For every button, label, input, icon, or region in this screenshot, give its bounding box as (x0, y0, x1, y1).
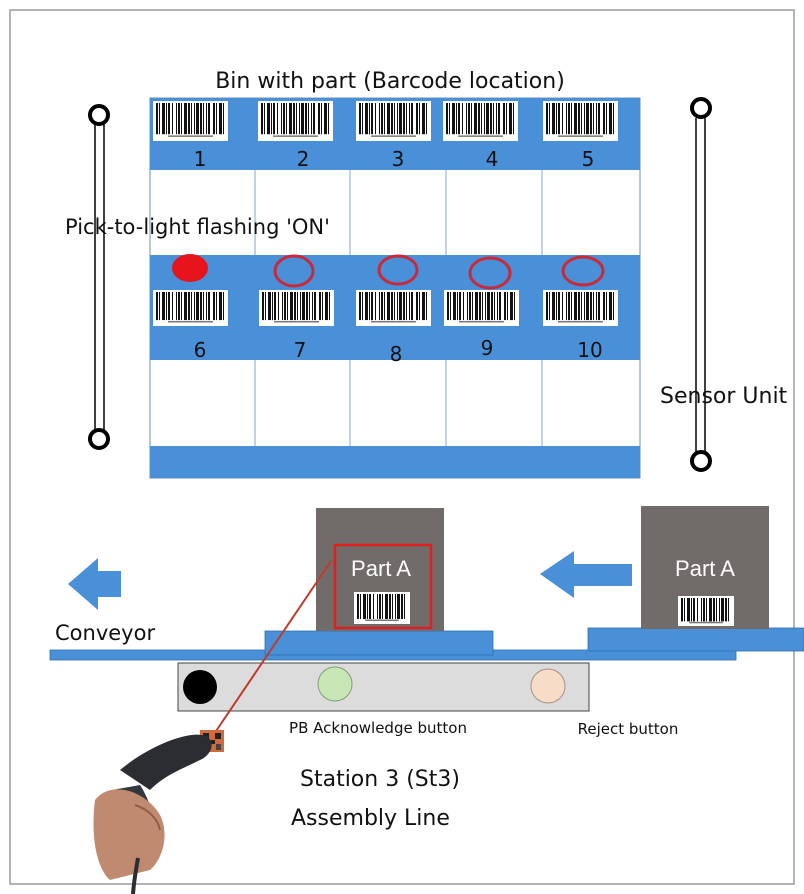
bin-number: 5 (582, 147, 595, 171)
barcode-icon (356, 290, 431, 326)
bin-number: 2 (297, 147, 310, 171)
barcode-icon (444, 290, 519, 326)
bin-rack (149, 97, 641, 479)
barcode-icon (678, 596, 734, 626)
barcode-icon (354, 592, 410, 624)
scan-beam (211, 560, 332, 738)
barcode-icon (543, 290, 618, 326)
rack-base-rail (150, 446, 640, 478)
barcode-scanner-icon (93, 730, 224, 894)
station-name: Station 3 (St3) (300, 767, 460, 792)
conveyor-direction-arrow (68, 558, 121, 610)
diagram-title: Bin with part (Barcode location) (215, 69, 565, 94)
bin-number: 6 (194, 338, 207, 362)
part-box-incoming: Part A (641, 506, 769, 629)
conveyor-direction-arrow (540, 551, 632, 598)
reject-button[interactable] (530, 668, 566, 704)
assembly-line-label: Assembly Line (291, 806, 450, 831)
sensor-unit-right (690, 97, 712, 472)
bin-number: 4 (486, 147, 499, 171)
pick-to-light-label: Pick-to-light flashing 'ON' (65, 215, 330, 239)
acknowledge-button[interactable] (317, 666, 353, 702)
acknowledge-button-label: PB Acknowledge button (289, 719, 467, 737)
bin-number: 8 (390, 342, 403, 366)
pick-light-off (273, 254, 315, 288)
bin-number: 1 (194, 147, 207, 171)
barcode-icon (259, 290, 334, 326)
conveyor-label: Conveyor (55, 621, 155, 645)
bin-number: 9 (481, 336, 494, 360)
barcode-icon (543, 101, 618, 141)
pick-light-off (468, 256, 512, 290)
part-label: Part A (351, 556, 411, 581)
pick-light-off (561, 255, 605, 287)
pick-light-off (377, 254, 419, 286)
barcode-icon (153, 101, 228, 141)
stop-button[interactable] (183, 670, 217, 704)
part-label: Part A (675, 556, 735, 581)
part-box-station: Part A (316, 508, 444, 631)
barcode-icon (356, 101, 431, 141)
pick-light-on (172, 254, 208, 282)
top-bin-numbers: 1 2 3 4 5 (194, 147, 595, 171)
bin-number: 3 (392, 147, 405, 171)
bottom-bin-numbers: 6 7 8 9 10 (194, 336, 603, 366)
reject-button-label: Reject button (578, 720, 679, 738)
bin-number: 10 (577, 338, 602, 362)
button-panel (177, 662, 590, 712)
barcode-icon (443, 101, 518, 141)
pick-to-light-row (172, 254, 605, 290)
bin-number: 7 (294, 338, 307, 362)
pallet (587, 627, 804, 652)
sensor-unit-label: Sensor Unit (660, 384, 788, 409)
scan-highlight (333, 543, 433, 630)
sensor-unit-left (88, 104, 110, 450)
barcode-icon (153, 290, 228, 326)
pallet (264, 630, 494, 656)
barcode-icon (258, 101, 333, 141)
